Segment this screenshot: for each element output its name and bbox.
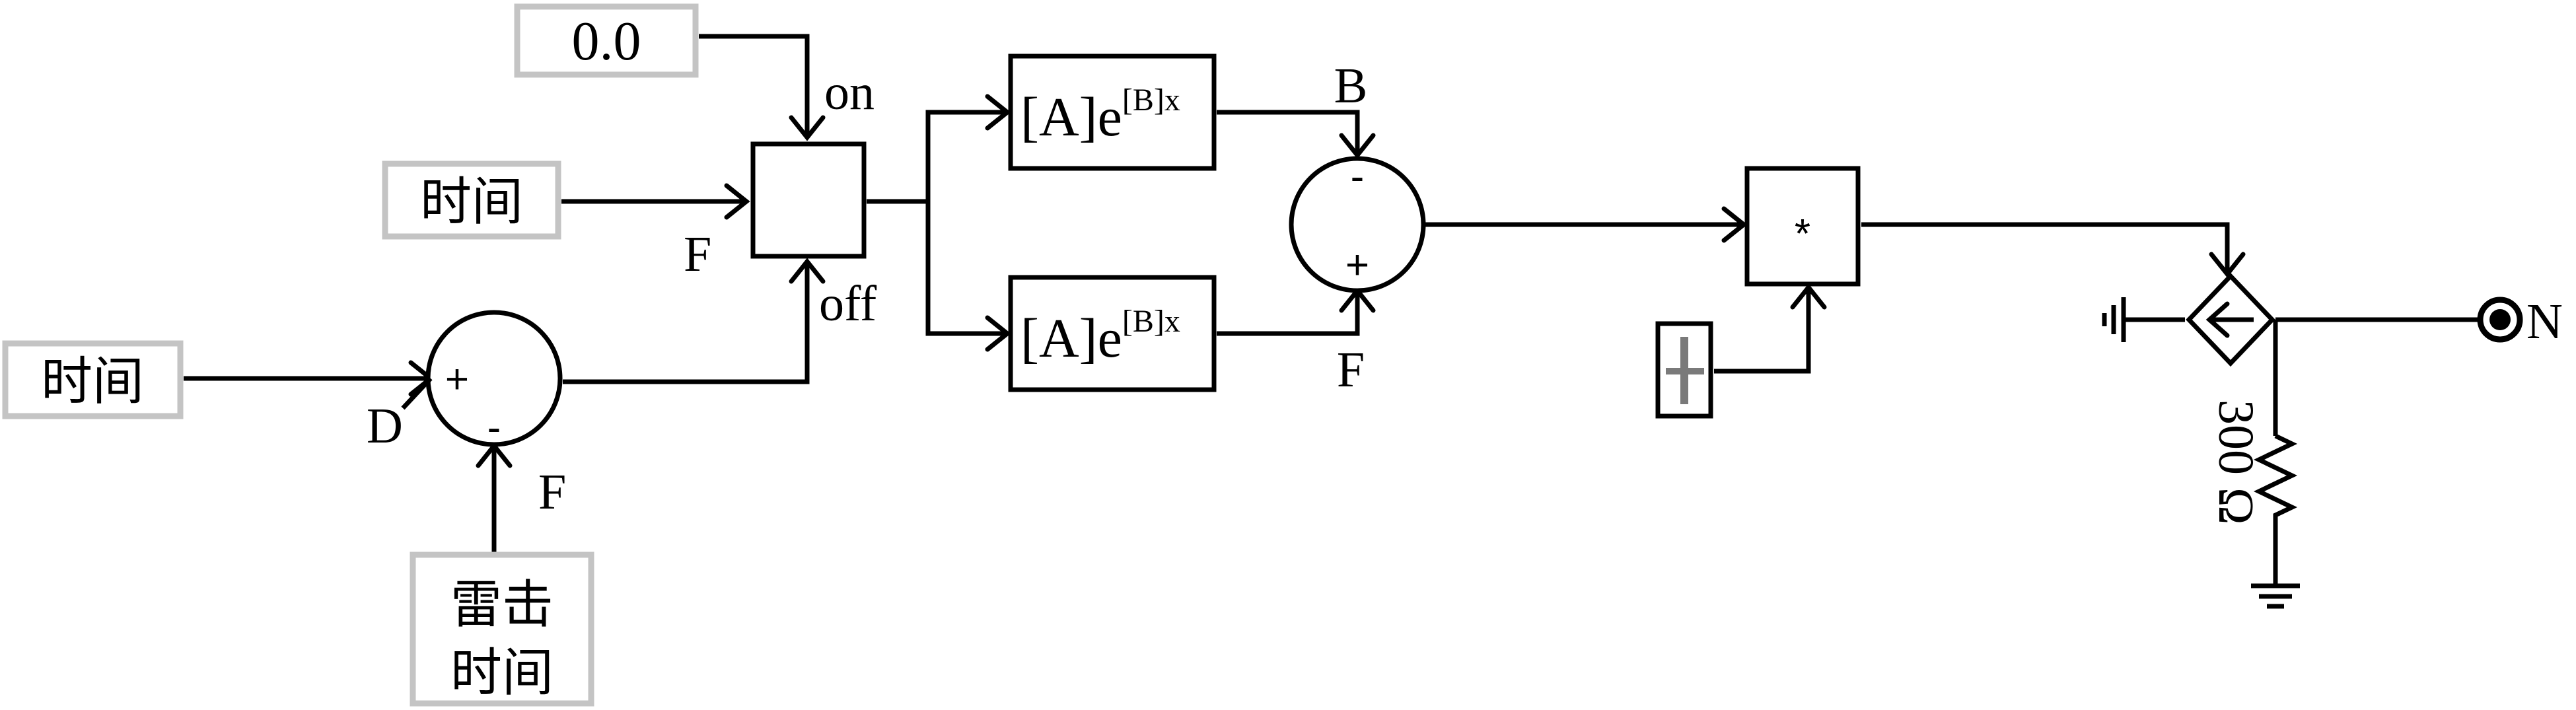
source-direction-arrow-icon <box>2205 301 2230 338</box>
input-time-2: 时间 <box>2 340 184 419</box>
svg-text:[A]e[B]x: [A]e[B]x <box>1020 304 1180 369</box>
exp-lower-exponent: [B]x <box>1122 304 1180 339</box>
exp-upper-base: [A]e <box>1020 87 1122 148</box>
constant-block <box>1655 321 1713 419</box>
wire-mult-to-source <box>1861 222 2230 274</box>
strike-time-line1: 雷击 <box>450 575 554 635</box>
resistor-value: 300 Ω <box>2208 400 2264 524</box>
const-on-value: 0.0 <box>572 11 641 72</box>
arrow-mult-bottom <box>1790 283 1827 310</box>
arrow-switch-in <box>724 183 750 220</box>
exp-upper-exponent: [B]x <box>1122 83 1180 118</box>
arrow-exp1-in <box>985 94 1011 131</box>
wire-exp1-to-sum2 <box>1217 110 1360 155</box>
input-time-1: 时间 <box>382 160 561 240</box>
arrow-exp2-in <box>985 315 1011 352</box>
exp-block-upper: [A]e[B]x <box>1008 53 1217 171</box>
arrow-sum2-top <box>1339 133 1376 159</box>
time-2-label: 时间 <box>41 352 144 411</box>
arrow-switch-off <box>789 258 826 284</box>
switch-control-label: F <box>684 227 711 282</box>
switch-off-label: off <box>819 276 877 332</box>
input-strike-time: 雷击 时间 <box>410 551 594 707</box>
sum-junction-2: - + B F <box>1289 58 1426 398</box>
sum2-minus-sign: - <box>1351 154 1365 199</box>
wire-const-to-switch <box>699 34 810 137</box>
sum1-output-label: F <box>538 464 566 520</box>
multiplier-block: * <box>1744 166 1861 287</box>
svg-text:[A]e[B]x: [A]e[B]x <box>1020 83 1180 148</box>
sum1-plus-sign: + <box>445 357 469 402</box>
arrow-source-in <box>2209 252 2246 278</box>
wire-const-to-mult <box>1714 287 1811 374</box>
multiplier-symbol: * <box>1795 211 1810 257</box>
wire-split-upper <box>925 110 1007 201</box>
sum1-label-tick <box>401 376 433 410</box>
sum2-top-label: B <box>1334 58 1368 114</box>
resistor-zigzag-icon <box>2253 433 2298 522</box>
input-const-on: 0.0 <box>514 3 699 78</box>
wires <box>184 34 2478 585</box>
wire-split-lower <box>925 201 1007 336</box>
switch-block: on off F <box>684 65 877 332</box>
wire-exp2-to-sum2 <box>1217 291 1360 336</box>
strike-time-line2: 时间 <box>450 643 554 703</box>
sum1-minus-sign: - <box>487 405 501 450</box>
resistor-ground-icon <box>2251 583 2300 609</box>
sum1-input-label: D <box>367 398 403 454</box>
exp-block-lower: [A]e[B]x <box>1008 275 1217 392</box>
wire-sum1-to-switch <box>563 262 810 384</box>
arrow-mult-in <box>1721 206 1748 243</box>
sum-junction-1: + - D F <box>367 310 566 520</box>
output-node: N <box>2477 294 2563 349</box>
switch-on-label: on <box>824 65 875 120</box>
output-node-label: N <box>2526 294 2563 349</box>
controlled-current-source <box>2186 272 2275 367</box>
ground-icon <box>2102 297 2126 342</box>
exp-lower-base: [A]e <box>1020 308 1122 369</box>
resistor: 300 Ω <box>2208 400 2298 524</box>
arrow-switch-on <box>789 115 826 141</box>
time-1-label: 时间 <box>420 172 523 232</box>
sum2-bottom-label: F <box>1337 342 1365 398</box>
sum2-plus-sign: + <box>1345 242 1369 288</box>
